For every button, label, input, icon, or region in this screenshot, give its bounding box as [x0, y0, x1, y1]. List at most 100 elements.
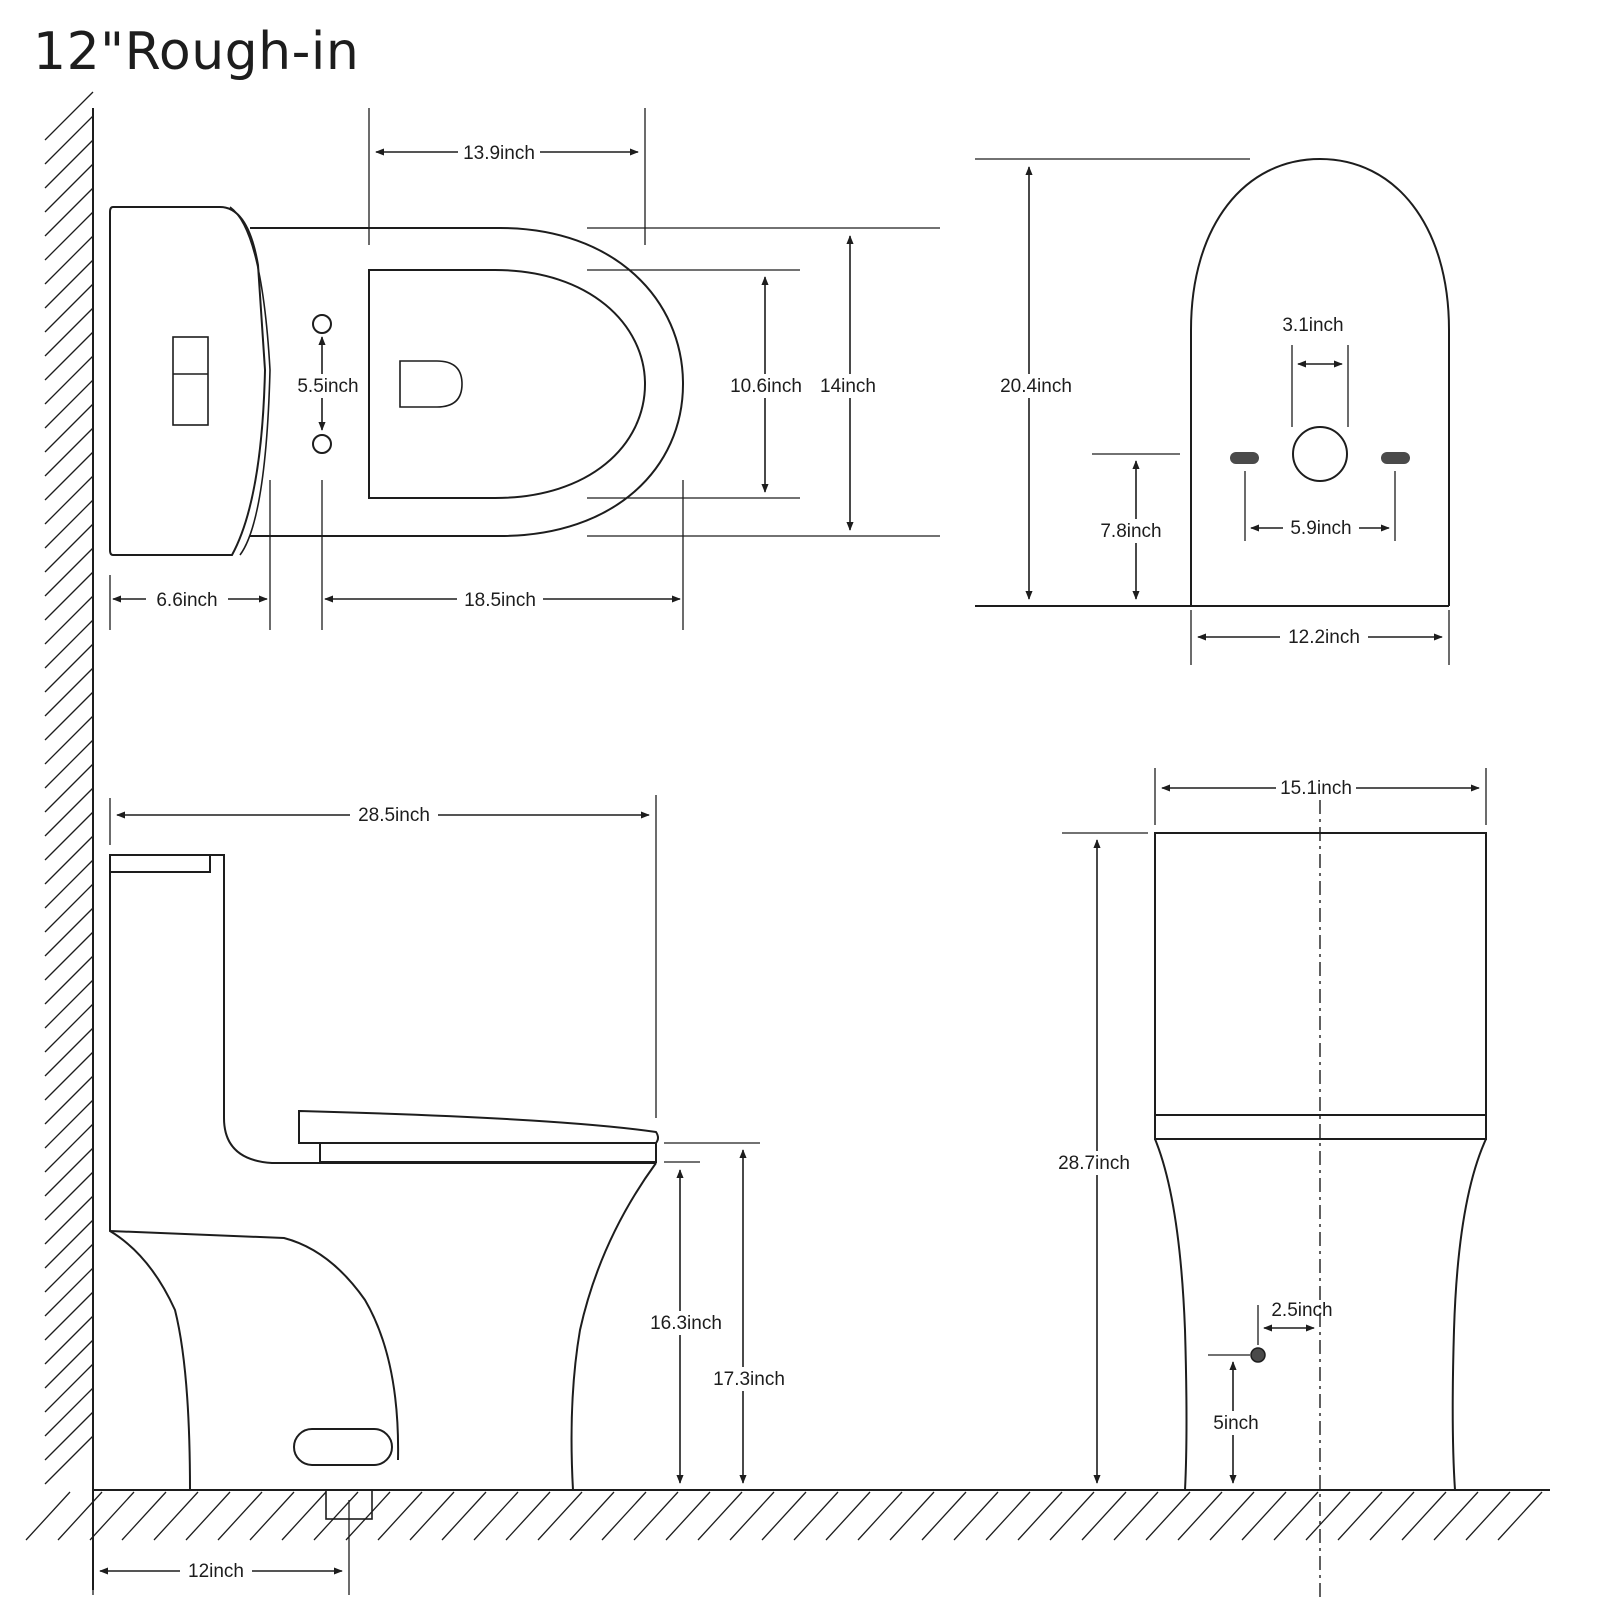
- hatch-line: [281, 1491, 327, 1541]
- hatch-line: [1081, 1491, 1127, 1541]
- hatch-line: [44, 283, 94, 333]
- hatch-line: [44, 379, 94, 429]
- dim-label-7-8: 7.8inch: [1100, 521, 1161, 542]
- hatch-line: [44, 211, 94, 261]
- hatch-line: [537, 1491, 583, 1541]
- hatch-line: [44, 595, 94, 645]
- hatch-line: [44, 835, 94, 885]
- hatch-line: [44, 1435, 94, 1485]
- hatch-line: [857, 1491, 903, 1541]
- hatch-line: [44, 811, 94, 861]
- hatch-line: [44, 1291, 94, 1341]
- dim-label-14: 14inch: [820, 376, 876, 397]
- dim-label-20-4: 20.4inch: [1000, 376, 1072, 397]
- hatch-line: [569, 1491, 615, 1541]
- hatch-line: [1305, 1491, 1351, 1541]
- hatch-line: [44, 571, 94, 621]
- hatch-line: [44, 1339, 94, 1389]
- dim-label-28-7: 28.7inch: [1058, 1153, 1130, 1174]
- hatch-line: [1497, 1491, 1543, 1541]
- hatch-line: [1273, 1491, 1319, 1541]
- hatch-line: [985, 1491, 1031, 1541]
- dim-label-18-5: 18.5inch: [464, 590, 536, 611]
- hatch-line: [44, 1315, 94, 1365]
- floor-hatching: [25, 1491, 1543, 1541]
- diagram-title: 12"Rough-in: [33, 22, 360, 82]
- hatch-line: [761, 1491, 807, 1541]
- hatch-line: [57, 1491, 103, 1541]
- top-view-bowl-outline: [250, 227, 685, 537]
- hatch-line: [44, 1195, 94, 1245]
- hatch-line: [44, 1027, 94, 1077]
- hatch-line: [377, 1491, 423, 1541]
- hatch-line: [1177, 1491, 1223, 1541]
- hatch-line: [25, 1491, 71, 1541]
- hatch-line: [44, 523, 94, 573]
- hatch-line: [44, 619, 94, 669]
- hatch-line: [44, 475, 94, 525]
- hatch-line: [44, 643, 94, 693]
- hatch-line: [44, 331, 94, 381]
- floor: [25, 1489, 1550, 1541]
- hatch-line: [44, 355, 94, 405]
- hatch-line: [44, 691, 94, 741]
- hatch-line: [89, 1491, 135, 1541]
- mounting-slot-icon: [1230, 452, 1259, 464]
- hatch-line: [793, 1491, 839, 1541]
- hatch-line: [44, 1363, 94, 1413]
- hatch-line: [44, 907, 94, 957]
- hatch-line: [505, 1491, 551, 1541]
- hatch-line: [44, 187, 94, 237]
- hatch-line: [121, 1491, 167, 1541]
- mounting-slot-icon: [1381, 452, 1410, 464]
- hatch-line: [1145, 1491, 1191, 1541]
- dim-label-15-1: 15.1inch: [1280, 778, 1352, 799]
- hatch-line: [44, 1075, 94, 1125]
- front-view-seat: [1154, 1114, 1487, 1140]
- hatch-line: [409, 1491, 455, 1541]
- hatch-line: [473, 1491, 519, 1541]
- hatch-line: [1049, 1491, 1095, 1541]
- wall-hatching: [44, 91, 94, 1485]
- hatch-line: [44, 235, 94, 285]
- top-view-tank-lid-edge: [229, 206, 271, 556]
- side-view-seat: [319, 1142, 657, 1163]
- hatch-line: [345, 1491, 391, 1541]
- hatch-line: [1465, 1491, 1511, 1541]
- dim-label-12: 12inch: [188, 1561, 244, 1582]
- hatch-line: [44, 307, 94, 357]
- hatch-line: [44, 787, 94, 837]
- hatch-line: [697, 1491, 743, 1541]
- hatch-line: [44, 1387, 94, 1437]
- front-view: [1062, 768, 1487, 1600]
- hatch-line: [249, 1491, 295, 1541]
- hatch-line: [44, 955, 94, 1005]
- hatch-line: [217, 1491, 263, 1541]
- side-view: [92, 795, 760, 1595]
- dim-label-5-5: 5.5inch: [297, 376, 358, 397]
- top-view: [109, 108, 940, 630]
- hatch-line: [44, 1123, 94, 1173]
- hatch-line: [1337, 1491, 1383, 1541]
- dim-label-28-5: 28.5inch: [358, 805, 430, 826]
- dim-label-5-9: 5.9inch: [1290, 518, 1351, 539]
- hatch-line: [44, 1219, 94, 1269]
- hatch-line: [185, 1491, 231, 1541]
- dim-label-3-1: 3.1inch: [1282, 315, 1343, 336]
- dim-label-13-9: 13.9inch: [463, 143, 535, 164]
- dim-label-6-6: 6.6inch: [156, 590, 217, 611]
- hatch-line: [153, 1491, 199, 1541]
- hatch-line: [44, 763, 94, 813]
- front-view-pedestal: [1154, 1138, 1188, 1491]
- hatch-line: [44, 1171, 94, 1221]
- hatch-line: [44, 667, 94, 717]
- hatch-line: [441, 1491, 487, 1541]
- side-view-body: [110, 854, 656, 1164]
- dim-label-2-5: 2.5inch: [1271, 1300, 1332, 1321]
- hatch-line: [44, 1051, 94, 1101]
- hatch-line: [44, 1099, 94, 1149]
- hatch-line: [601, 1491, 647, 1541]
- drain-icon: [399, 360, 463, 408]
- water-supply-icon: [1250, 1347, 1266, 1363]
